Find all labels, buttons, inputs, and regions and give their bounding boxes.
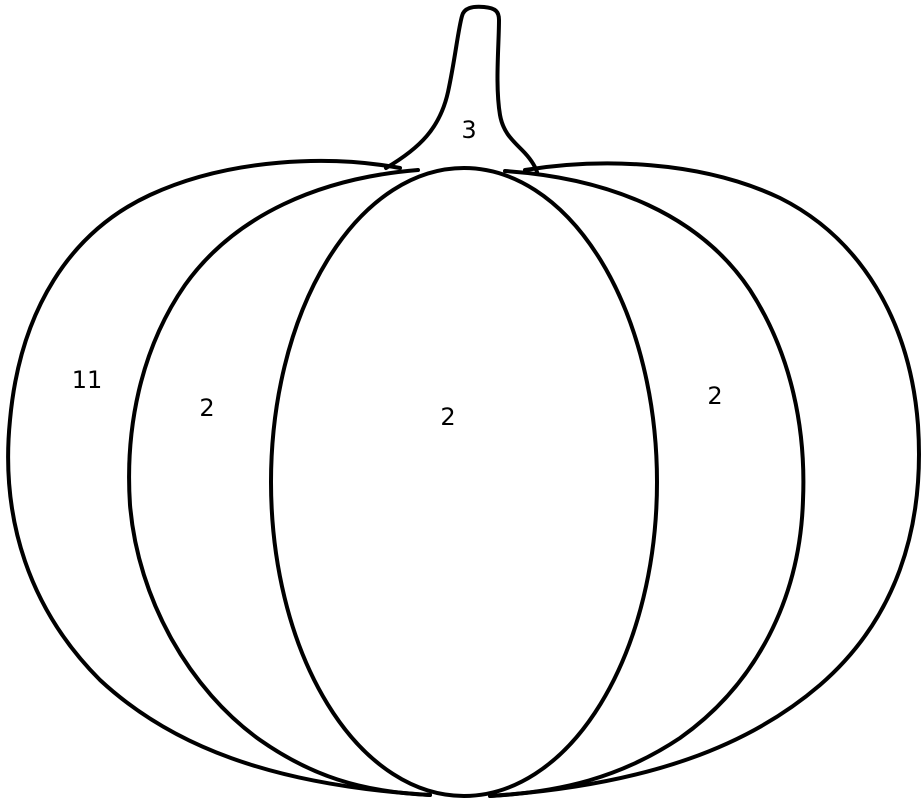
right-outer-segment-outline xyxy=(490,163,919,796)
stem-outline xyxy=(386,7,537,172)
right-segment-number-label: 2 xyxy=(707,382,722,410)
left-outer-segment-number-label: 11 xyxy=(72,366,103,394)
center-segment-number-label: 2 xyxy=(440,403,455,431)
left-inner-segment-outline xyxy=(129,170,430,795)
left-outer-segment-outline xyxy=(8,161,430,795)
left-inner-segment-number-label: 2 xyxy=(199,394,214,422)
stem-number-label: 3 xyxy=(461,116,476,144)
right-inner-segment-outline xyxy=(490,171,803,796)
center-segment-outline xyxy=(271,168,657,796)
